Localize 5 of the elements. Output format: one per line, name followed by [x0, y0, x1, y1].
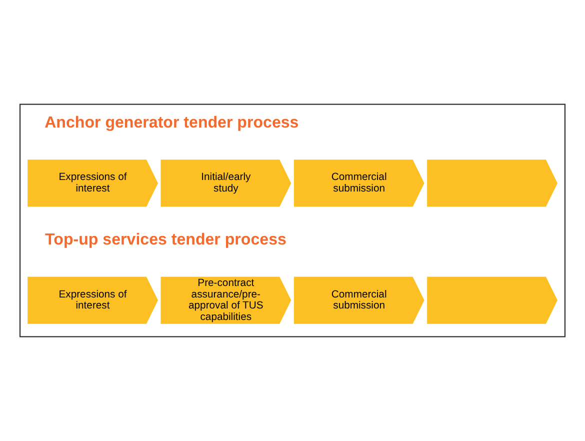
label: Anchor generator tender process — [44, 114, 299, 132]
node-chevron — [427, 276, 558, 324]
cluster — [19, 104, 566, 338]
node-chevron — [427, 160, 558, 207]
label: Top-up services tender process — [45, 230, 286, 249]
